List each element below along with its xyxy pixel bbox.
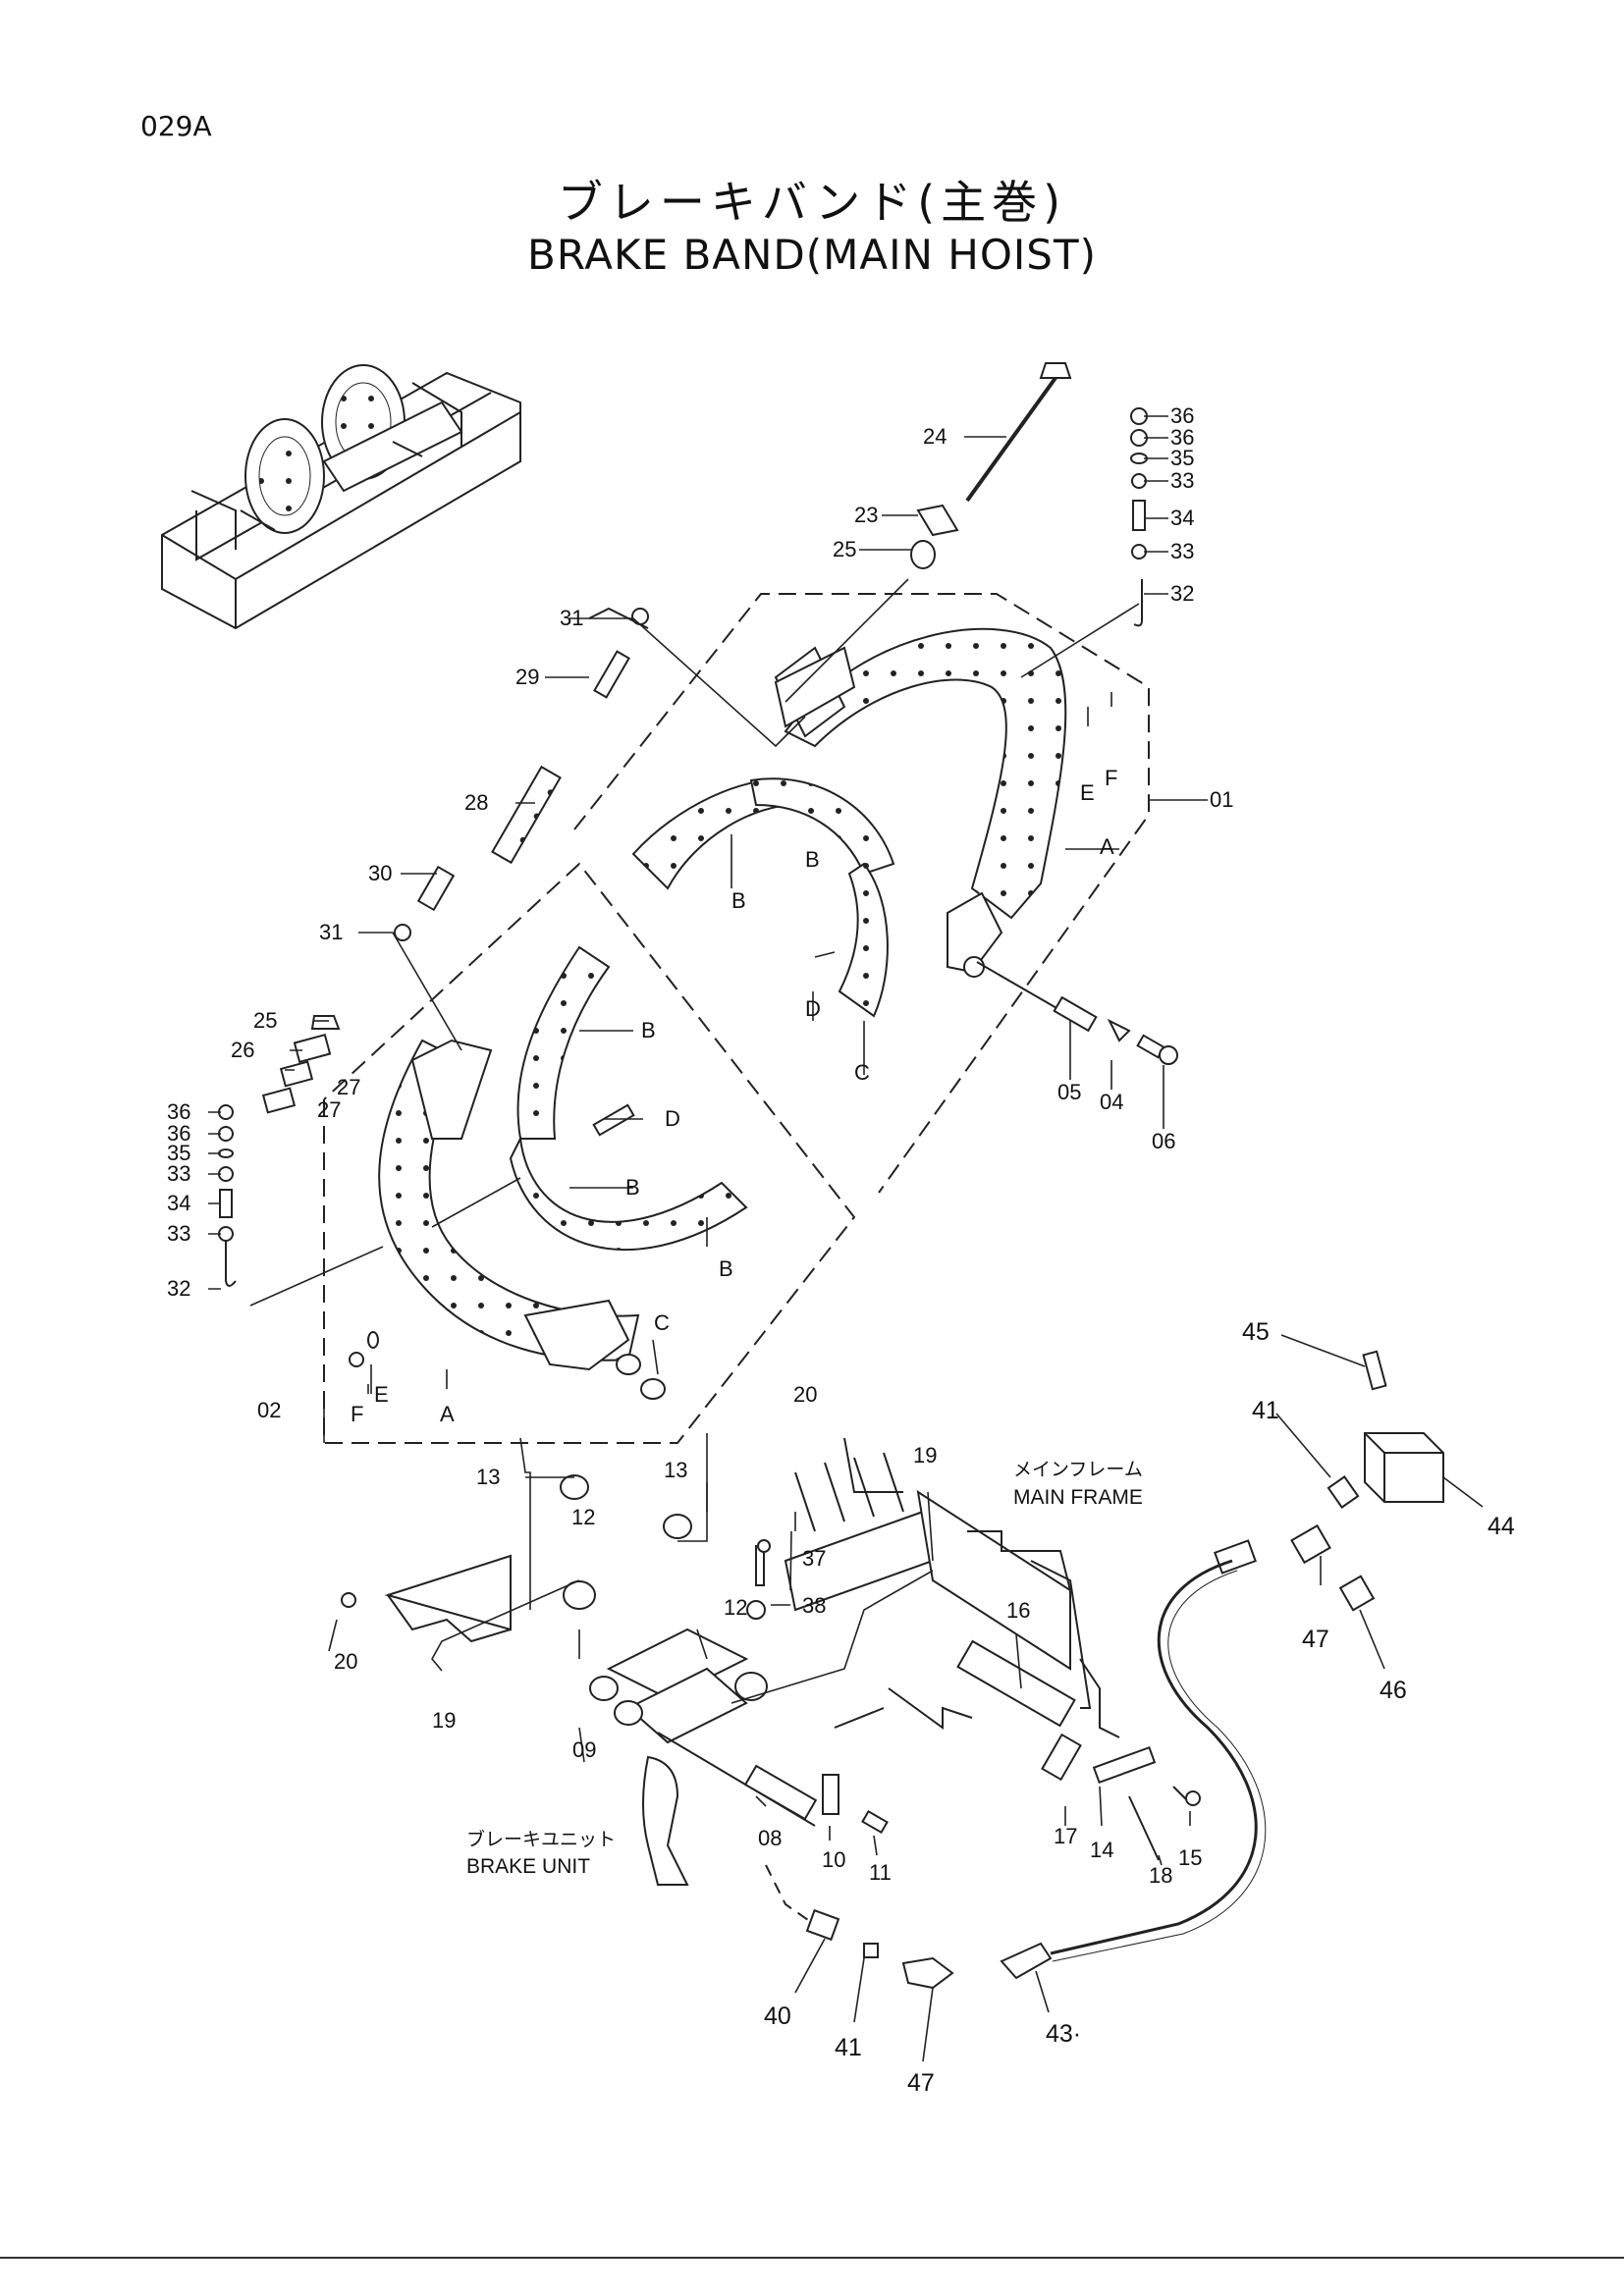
callout-B-lower-1: B [641,1018,656,1042]
callout-32-top: 32 [1170,581,1194,606]
lower-brake-band [378,945,748,1400]
callout-14: 14 [1090,1838,1113,1862]
callout-C-upper: C [854,1060,870,1085]
callout-11: 11 [869,1860,892,1885]
bottom-rule [0,2257,1624,2259]
callout-D-lower: D [665,1106,680,1131]
callout-47-right: 47 [1302,1626,1329,1653]
callout-43: 43· [1046,2020,1081,2048]
callout-34-mid: 34 [167,1191,190,1215]
callout-36-top-1: 36 [1170,403,1194,428]
hydraulic-block [765,1350,1444,1990]
callout-24: 24 [923,424,947,449]
inset-machine-sketch [161,364,521,630]
main-frame-sketch [834,1530,1120,1738]
leader-lines [208,415,1484,2062]
callout-B-lower-2: B [625,1175,640,1200]
callout-41-bottom: 41 [835,2034,862,2061]
lower-hardware-stack [218,1015,635,1367]
callout-F-upper: F [1105,766,1117,790]
callout-05: 05 [1057,1080,1081,1104]
brake-unit-label-en: BRAKE UNIT [466,1855,590,1878]
callout-17: 17 [1054,1824,1077,1848]
callout-A-upper: A [1100,834,1114,859]
callout-20-top: 20 [793,1382,817,1407]
callout-44: 44 [1488,1513,1515,1540]
main-frame-label-ja: メインフレーム [1013,1460,1143,1480]
callout-36-top-2: 36 [1170,425,1194,450]
upper-brake-band [631,627,1178,1065]
callout-38: 38 [802,1593,826,1618]
callout-C-lower: C [654,1310,670,1335]
callout-15: 15 [1178,1845,1202,1870]
callout-20-left: 20 [334,1649,357,1674]
callout-labels: 24 23 25 36 36 35 33 34 33 32 31 29 28 3… [167,403,1515,2097]
callout-23: 23 [854,503,878,527]
callout-31-mid: 31 [319,920,343,944]
main-frame-label-en: MAIN FRAME [1013,1486,1143,1509]
callout-01: 01 [1210,787,1233,812]
callout-35-mid: 35 [167,1141,190,1165]
title-japanese: ブレーキバンド(主巻) [557,176,1067,229]
callout-25-mid: 25 [253,1008,277,1033]
callout-33-mid-2: 33 [167,1221,190,1246]
callout-32-mid: 32 [167,1276,190,1301]
callout-34-top: 34 [1170,506,1194,530]
callout-41-right: 41 [1252,1397,1279,1424]
callout-33-mid-1: 33 [167,1161,190,1186]
callout-30: 30 [368,861,392,885]
callout-45: 45 [1242,1318,1270,1346]
callout-A-lower: A [440,1402,455,1426]
brake-unit-label-ja: ブレーキユニット [466,1828,616,1850]
callout-19-left: 19 [432,1708,456,1733]
callout-36-mid-2: 36 [167,1121,190,1146]
text-labels: メインフレーム MAIN FRAME ブレーキユニット BRAKE UNIT [466,1460,1143,1878]
callout-27-1: 27 [337,1075,360,1099]
callout-09: 09 [572,1737,596,1762]
assembly-01-boundary [573,593,1150,1194]
callout-B-upper-1: B [731,888,746,913]
callout-F-lower: F [351,1402,363,1426]
callout-33-top-2: 33 [1170,539,1194,563]
callout-16: 16 [1006,1598,1030,1623]
callout-26: 26 [231,1038,254,1062]
callout-13-left: 13 [476,1465,500,1489]
assembly-02-boundary [323,862,856,1444]
callout-02: 02 [257,1398,281,1422]
callout-28: 28 [464,790,488,815]
callout-37: 37 [802,1546,826,1571]
callout-D-upper: D [805,996,821,1021]
callout-27-2: 27 [317,1097,341,1122]
callout-18: 18 [1149,1863,1172,1888]
callout-19-top: 19 [913,1443,937,1468]
callout-13-right: 13 [664,1458,687,1482]
callout-25-top: 25 [833,537,856,561]
callout-12-left: 12 [571,1505,595,1529]
callout-08: 08 [758,1826,782,1850]
callout-35-top: 35 [1170,446,1194,470]
callout-10: 10 [822,1847,845,1872]
callout-31-top: 31 [560,606,583,630]
callout-B-upper-2: B [805,847,820,872]
callout-29: 29 [515,665,539,689]
callout-04: 04 [1100,1090,1123,1114]
callout-06: 06 [1152,1129,1175,1153]
callout-B-lower-3: B [719,1256,733,1281]
callout-E-lower: E [374,1382,389,1407]
callout-E-upper: E [1080,780,1095,805]
callout-47-bottom: 47 [907,2069,935,2097]
upper-hardware-stack [394,362,1148,941]
title-english: BRAKE BAND(MAIN HOIST) [527,231,1097,279]
callout-40: 40 [764,2002,791,2030]
callout-36-mid-1: 36 [167,1099,190,1124]
callout-12-right: 12 [724,1595,747,1620]
callout-46: 46 [1380,1677,1407,1704]
page-code: 029A [140,110,212,142]
callout-33-top-1: 33 [1170,468,1194,493]
